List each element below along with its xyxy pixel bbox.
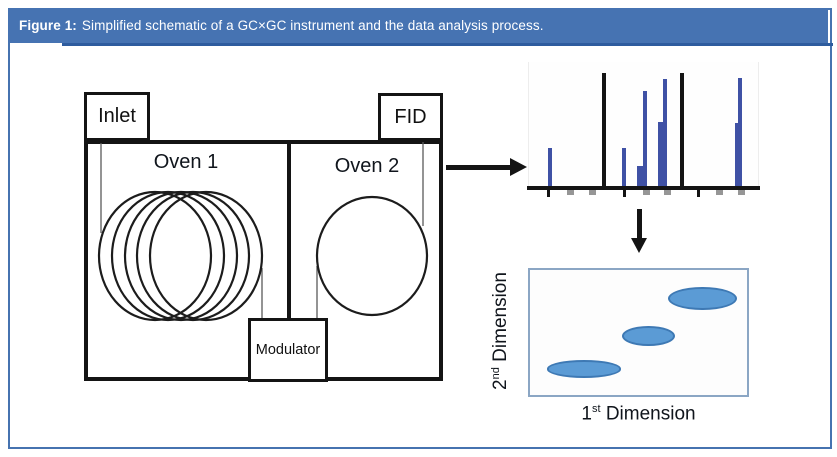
- chromatogram-peak: [663, 79, 667, 186]
- chromatogram-peak: [734, 122, 742, 186]
- flow-arrow-right: [446, 165, 511, 170]
- data-arrow-down: [637, 209, 642, 239]
- y-axis-label-base: 2: [490, 379, 512, 390]
- chromatogram: [527, 62, 760, 197]
- inlet-label: Inlet: [98, 105, 136, 127]
- column-coil: [97, 190, 264, 322]
- oven-divider-wall: [287, 140, 291, 318]
- y-axis-label: 2nd Dimension: [490, 272, 512, 390]
- chromatogram-peak: [622, 147, 627, 186]
- x-axis-label-sup: st: [591, 403, 601, 415]
- x-axis-label-rest: Dimension: [600, 403, 696, 425]
- y-axis-label-sup: nd: [489, 367, 502, 380]
- figure-caption-bar: Figure 1: Simplified schematic of a GC×G…: [8, 8, 828, 43]
- x-axis-label: 1st Dimension: [528, 403, 749, 425]
- oven2-column-loop: [315, 195, 429, 317]
- tick-mark-minor: [715, 190, 723, 195]
- oven1-label: Oven 1: [153, 151, 219, 173]
- tick-mark-major: [547, 190, 551, 197]
- analyte-blob: [668, 286, 737, 310]
- tick-mark-minor: [663, 190, 671, 195]
- plot-2d: [528, 268, 749, 397]
- fid-label: FID: [394, 105, 427, 128]
- x-axis-label-base: 1: [581, 403, 592, 425]
- chromatogram-peak: [658, 121, 667, 186]
- figure-label: Figure 1:: [19, 18, 77, 33]
- chromatogram-peak: [637, 166, 645, 186]
- modulator-box: Modulator: [248, 318, 328, 382]
- y-axis-label-rest: Dimension: [490, 272, 512, 368]
- tick-mark-major: [622, 190, 626, 197]
- chromatogram-peak: [738, 78, 742, 186]
- column-diagram-svg: [97, 142, 429, 322]
- modulator-label: Modulator: [255, 342, 321, 358]
- figure-caption: Simplified schematic of a GC×GC instrume…: [81, 18, 544, 33]
- tick-mark-minor: [642, 190, 650, 195]
- oven2-label: Oven 2: [334, 155, 400, 177]
- analyte-blob: [622, 325, 676, 346]
- data-arrow-down-head: [631, 238, 647, 253]
- inlet-box: Inlet: [84, 92, 150, 141]
- tick-mark-minor: [737, 190, 745, 195]
- modulation-separator: [679, 73, 684, 190]
- tick-mark-minor: [589, 190, 597, 195]
- caption-bar-shadow: [62, 43, 833, 46]
- tick-mark-major: [697, 190, 701, 197]
- tick-mark-minor: [567, 190, 575, 195]
- modulation-separator: [602, 73, 607, 190]
- analyte-blob: [546, 360, 622, 378]
- chromatogram-peak: [548, 147, 553, 186]
- chromatogram-baseline: [527, 186, 760, 190]
- chromatogram-peak: [643, 90, 647, 186]
- fid-box: FID: [378, 93, 443, 141]
- flow-arrow-right-head: [510, 158, 527, 176]
